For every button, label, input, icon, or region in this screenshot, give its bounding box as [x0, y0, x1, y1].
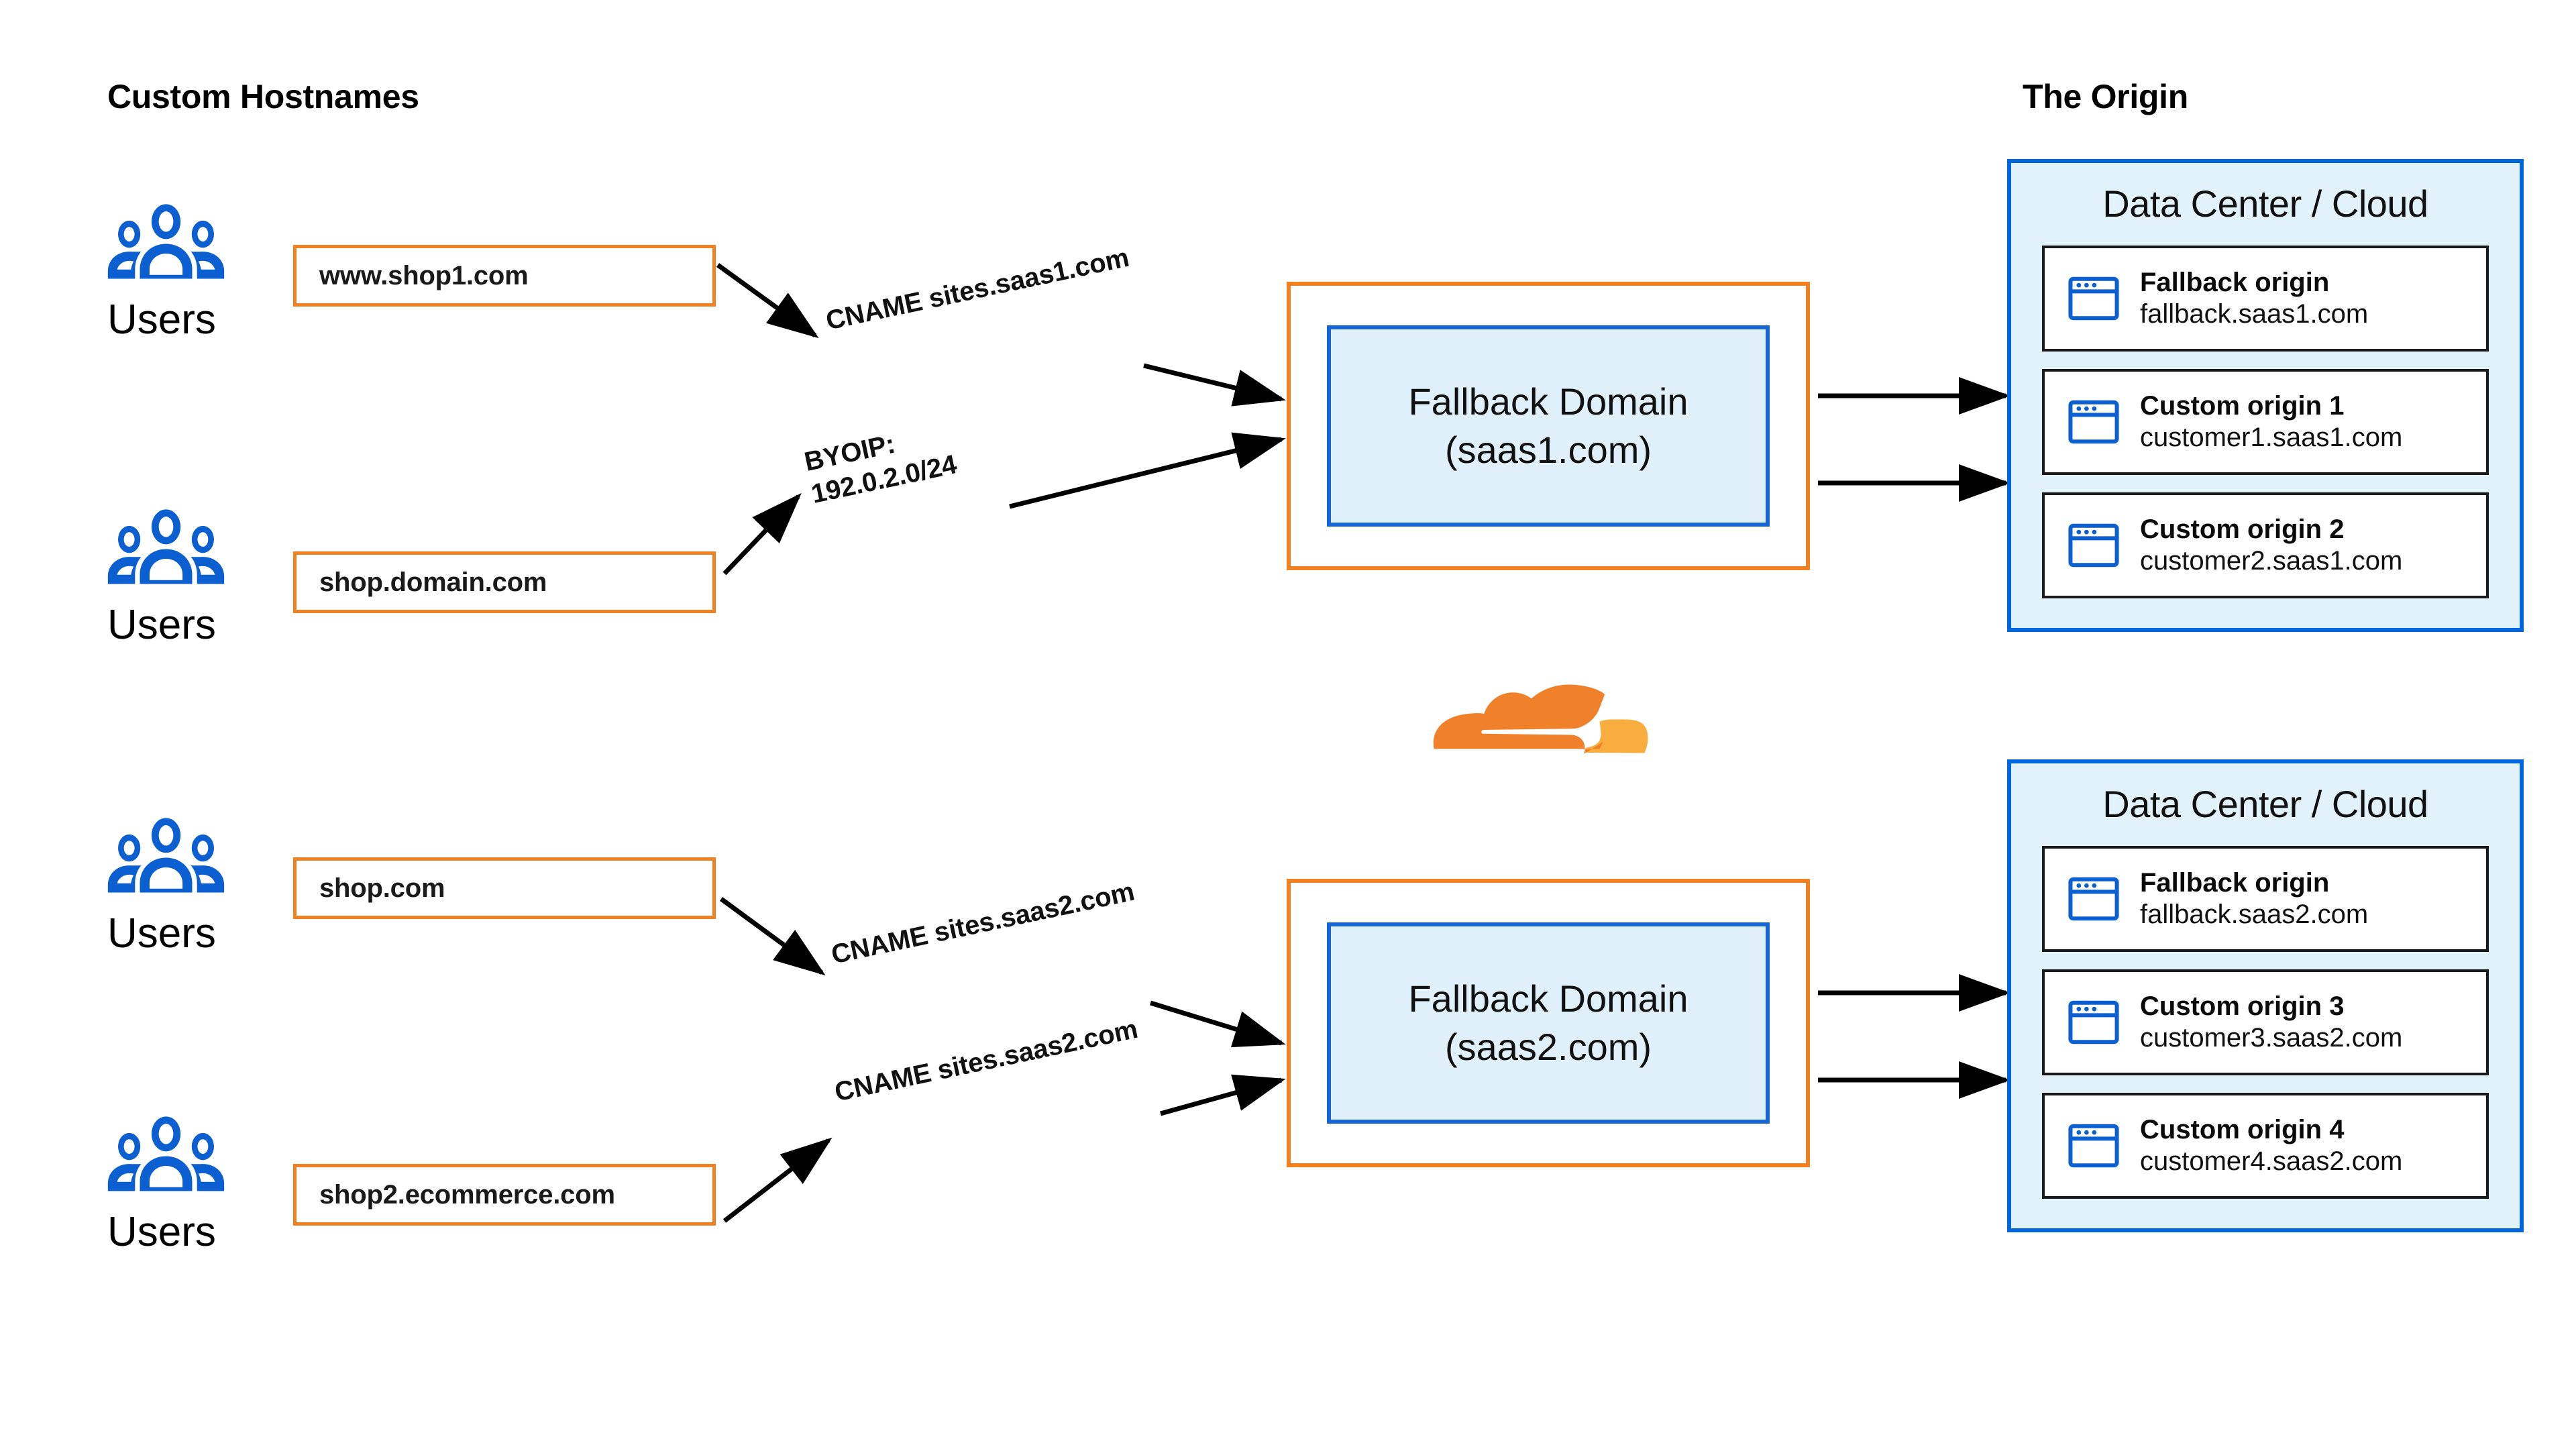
- hostname-value: www.shop1.com: [319, 260, 529, 290]
- browser-window-icon: [2068, 276, 2119, 321]
- browser-window-icon: [2068, 523, 2119, 568]
- users-group-1: Users: [107, 201, 275, 341]
- header-the-origin: The Origin: [2023, 78, 2189, 115]
- origin-card-custom-origin-2[interactable]: Custom origin 2 customer2.saas1.com: [2042, 492, 2489, 598]
- hostname-value: shop.com: [319, 873, 445, 903]
- origin-card-custom-origin-1[interactable]: Custom origin 1 customer1.saas1.com: [2042, 369, 2489, 475]
- origin-card-custom-origin-3[interactable]: Custom origin 3 customer3.saas2.com: [2042, 969, 2489, 1075]
- data-center-title: Data Center / Cloud: [2102, 783, 2428, 825]
- edge-label-byoip: BYOIP: 192.0.2.0/24: [802, 416, 960, 511]
- arrow-label3-to-fallback2: [1149, 1000, 1286, 1048]
- origin-title: Fallback origin: [2140, 867, 2330, 898]
- users-group-4: Users: [107, 1114, 275, 1253]
- users-group-icon: [107, 818, 225, 893]
- arrow-hostname3-to-fallback2: [719, 897, 826, 976]
- users-group-icon: [107, 509, 225, 584]
- hostname-value: shop2.ecommerce.com: [319, 1179, 615, 1210]
- fallback-domain-inner: Fallback Domain (saas2.com): [1327, 922, 1770, 1124]
- data-center-panel-1: Data Center / Cloud Fallback origin fall…: [2007, 159, 2524, 632]
- browser-window-icon: [2068, 1000, 2119, 1044]
- hostname-value: shop.domain.com: [319, 567, 547, 597]
- hostname-box-4[interactable]: shop2.ecommerce.com: [293, 1164, 716, 1226]
- fallback-domain-name: (saas1.com): [1444, 429, 1652, 471]
- users-group-icon: [107, 204, 225, 279]
- fallback-domain-title: Fallback Domain: [1408, 380, 1688, 423]
- users-label: Users: [107, 910, 216, 957]
- data-center-panel-2: Data Center / Cloud Fallback origin fall…: [2007, 759, 2524, 1232]
- origin-title: Custom origin 2: [2140, 514, 2345, 544]
- browser-window-icon: [2068, 877, 2119, 921]
- users-group-2: Users: [107, 506, 275, 646]
- origin-title: Custom origin 4: [2140, 1114, 2345, 1144]
- data-center-title: Data Center / Cloud: [2102, 182, 2428, 225]
- origin-card-fallback-saas1[interactable]: Fallback origin fallback.saas1.com: [2042, 246, 2489, 352]
- users-label: Users: [107, 297, 216, 343]
- origin-hostname: customer2.saas1.com: [2140, 546, 2403, 576]
- arrow-hostname2-to-fallback1: [722, 492, 802, 576]
- browser-window-icon: [2068, 1124, 2119, 1168]
- users-label: Users: [107, 602, 216, 648]
- edge-label-cname-saas2-a: CNAME sites.saas2.com: [828, 875, 1138, 971]
- arrow-hostname4-to-fallback2: [722, 1137, 833, 1223]
- origin-title: Custom origin 1: [2140, 390, 2345, 421]
- cloudflare-logo: [1421, 684, 1669, 792]
- fallback-domain-name: (saas2.com): [1444, 1026, 1652, 1068]
- edge-label-cname-saas1: CNAME sites.saas1.com: [823, 241, 1132, 337]
- hostname-box-2[interactable]: shop.domain.com: [293, 551, 716, 613]
- fallback-domain-title: Fallback Domain: [1408, 977, 1688, 1020]
- origin-card-fallback-saas2[interactable]: Fallback origin fallback.saas2.com: [2042, 846, 2489, 952]
- fallback-domain-inner: Fallback Domain (saas1.com): [1327, 325, 1770, 527]
- users-group-icon: [107, 1116, 225, 1191]
- origin-card-custom-origin-4[interactable]: Custom origin 4 customer4.saas2.com: [2042, 1093, 2489, 1199]
- users-group-3: Users: [107, 815, 275, 955]
- edge-label-cname-saas2-b: CNAME sites.saas2.com: [832, 1013, 1141, 1109]
- origin-title: Fallback origin: [2140, 267, 2330, 297]
- fallback-domain-box-1[interactable]: Fallback Domain (saas1.com): [1287, 282, 1810, 570]
- fallback-domain-box-2[interactable]: Fallback Domain (saas2.com): [1287, 879, 1810, 1167]
- arrow-hostname1-to-fallback1: [716, 263, 819, 339]
- edge-label-line: CNAME sites.saas2.com: [832, 1014, 1140, 1108]
- cloudflare-cloud-icon: [1433, 684, 1648, 754]
- origin-title: Custom origin 3: [2140, 991, 2345, 1021]
- hostname-box-3[interactable]: shop.com: [293, 857, 716, 919]
- edge-label-line: CNAME sites.saas2.com: [828, 876, 1137, 970]
- hostname-box-1[interactable]: www.shop1.com: [293, 245, 716, 307]
- origin-hostname: fallback.saas2.com: [2140, 900, 2369, 929]
- edge-label-line: CNAME sites.saas1.com: [823, 242, 1132, 336]
- users-label: Users: [107, 1209, 216, 1255]
- header-custom-hostnames: Custom Hostnames: [107, 78, 419, 115]
- origin-hostname: customer4.saas2.com: [2140, 1146, 2403, 1176]
- arrow-label4-to-fallback2: [1160, 1074, 1286, 1116]
- arrow-label2-to-fallback1: [1009, 432, 1286, 509]
- origin-hostname: customer1.saas1.com: [2140, 423, 2403, 452]
- origin-hostname: customer3.saas2.com: [2140, 1023, 2403, 1053]
- origin-hostname: fallback.saas1.com: [2140, 299, 2369, 329]
- browser-window-icon: [2068, 400, 2119, 444]
- arrow-label1-to-fallback1: [1143, 363, 1286, 407]
